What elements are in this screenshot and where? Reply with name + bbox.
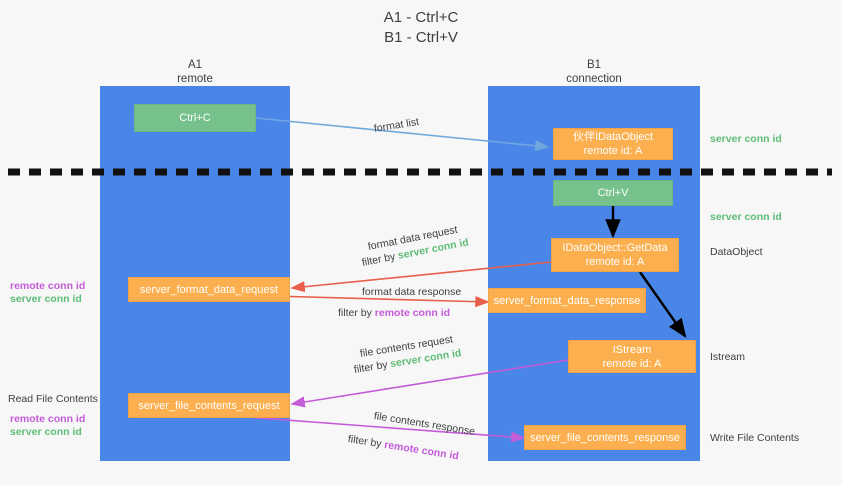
arrow-format-data-request: [290, 261, 552, 293]
title-line-2: B1 - Ctrl+V: [384, 29, 458, 46]
node-istream[interactable]: IStream remote id: A: [568, 340, 696, 373]
edge-label-format-data-response: format data response: [362, 285, 461, 299]
annotation-read-file-contents: Read File Contents: [8, 393, 98, 405]
diagram-title: A1 - Ctrl+C B1 - Ctrl+V: [0, 8, 842, 48]
annotation-istream: Istream: [710, 351, 746, 363]
edge-label-format-data-response-filter: filter by remote conn id: [338, 306, 450, 320]
annotation-server-conn-id-mid: server conn id: [710, 211, 782, 223]
node-ctrl-v-line1: Ctrl+V: [597, 187, 629, 199]
annotation-server-conn-id-left-bottom: server conn id: [10, 426, 82, 438]
node-server-file-contents-response[interactable]: server_file_contents_response: [524, 425, 686, 450]
arrow-format-list: [255, 117, 550, 152]
node-server-format-data-request-label: server_format_data_request: [139, 283, 279, 296]
arrow-file-contents-request: [290, 359, 569, 408]
node-server-file-contents-request-label: server_file_contents_request: [138, 399, 280, 412]
lane-header-a1: A1 remote: [100, 58, 290, 86]
node-istream-line1: IStream: [612, 343, 652, 356]
lane-a1-sub: remote: [177, 73, 213, 85]
node-ctrl-c-line1: Ctrl+C: [179, 112, 211, 124]
annotation-remote-conn-id-bottom: remote conn id: [10, 413, 86, 425]
annotation-remote-conn-id-top: remote conn id: [10, 280, 86, 292]
annotation-server-conn-id-top: server conn id: [710, 133, 782, 145]
node-getdata-line2: remote id: A: [585, 256, 645, 268]
node-partner-dataobject[interactable]: 伙伴IDataObject remote id: A: [553, 128, 673, 160]
lane-b1-sub: connection: [566, 73, 622, 85]
annotation-server-conn-id-left-top: server conn id: [10, 293, 82, 305]
node-server-format-data-response[interactable]: server_format_data_response: [488, 288, 646, 313]
annotation-write-file-contents: Write File Contents: [710, 432, 800, 444]
node-server-file-contents-response-label: server_file_contents_response: [530, 431, 680, 444]
node-getdata-line1: IDataObject::GetData: [562, 242, 668, 254]
title-line-1: A1 - Ctrl+C: [383, 9, 459, 26]
token-remote-conn-id: remote conn id: [374, 307, 451, 319]
filter-by-text: filter by: [338, 307, 375, 319]
node-istream-line2: remote id: A: [602, 357, 662, 370]
lane-b1-name: B1: [586, 59, 602, 71]
node-server-format-data-request[interactable]: server_format_data_request: [128, 277, 290, 302]
node-idataobject-getdata[interactable]: IDataObject::GetData remote id: A: [551, 238, 679, 272]
node-partner-dataobject-line1: 伙伴IDataObject: [572, 131, 654, 143]
node-server-format-data-response-label: server_format_data_response: [493, 294, 641, 307]
arrow-getdata-to-istream: [639, 271, 687, 338]
node-ctrl-c[interactable]: Ctrl+C: [134, 104, 256, 132]
node-ctrl-v[interactable]: Ctrl+V: [553, 180, 673, 206]
annotation-dataobject: DataObject: [710, 246, 763, 258]
lane-a1-name: A1: [187, 59, 203, 71]
node-server-file-contents-request[interactable]: server_file_contents_request: [128, 393, 290, 418]
node-partner-dataobject-line2: remote id: A: [583, 145, 643, 157]
edge-label-format-data-response-text: format data response: [362, 286, 462, 298]
lane-header-b1: B1 connection: [488, 58, 700, 86]
